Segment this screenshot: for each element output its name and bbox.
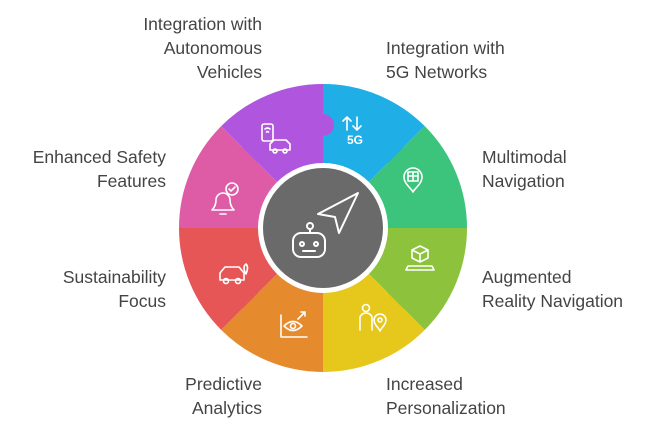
ar-cube-icon (405, 245, 435, 271)
center-hub (263, 168, 383, 288)
puzzle-piece-multimodal-navigation (366, 126, 467, 228)
label-multimodal-navigation: Multimodal Navigation (482, 147, 567, 191)
person-location-icon (359, 303, 387, 332)
map-pin-icon (403, 167, 423, 193)
segment-icons: 5G (211, 116, 435, 338)
robot-icon (292, 222, 326, 258)
puzzle-piece-enhanced-safety-features (179, 126, 280, 228)
puzzle-piece-integration-5g (323, 84, 425, 185)
eco-car-icon (219, 263, 249, 285)
bell-check-icon (211, 182, 239, 215)
puzzle-piece-sustainability-focus (179, 228, 280, 330)
label-sustainability-focus: Sustainability Focus (62, 267, 166, 311)
puzzle-piece-augmented-reality-navigation (366, 228, 467, 330)
phone-car-icon (261, 123, 291, 154)
label-increased-personalization: Increased Personalization (386, 374, 506, 418)
navigation-arrow-icon (317, 192, 359, 234)
puzzle-pieces (179, 84, 467, 372)
eye-chart-icon (280, 311, 308, 338)
puzzle-piece-predictive-analytics (221, 271, 323, 372)
label-augmented-reality-navigation: Augmented Reality Navigation (482, 267, 624, 311)
5g-signal-icon: 5G (342, 116, 363, 147)
label-integration-autonomous-vehicles: Integration with Autonomous Vehicles (143, 14, 262, 82)
5g-icon-text: 5G (347, 133, 363, 147)
puzzle-tab-integration-autonomous-vehicles (312, 114, 334, 136)
label-integration-5g: Integration with 5G Networks (386, 38, 505, 82)
puzzle-piece-integration-autonomous-vehicles (221, 84, 323, 185)
label-enhanced-safety-features: Enhanced Safety Features (32, 147, 166, 191)
label-predictive-analytics: Predictive Analytics (185, 374, 262, 418)
